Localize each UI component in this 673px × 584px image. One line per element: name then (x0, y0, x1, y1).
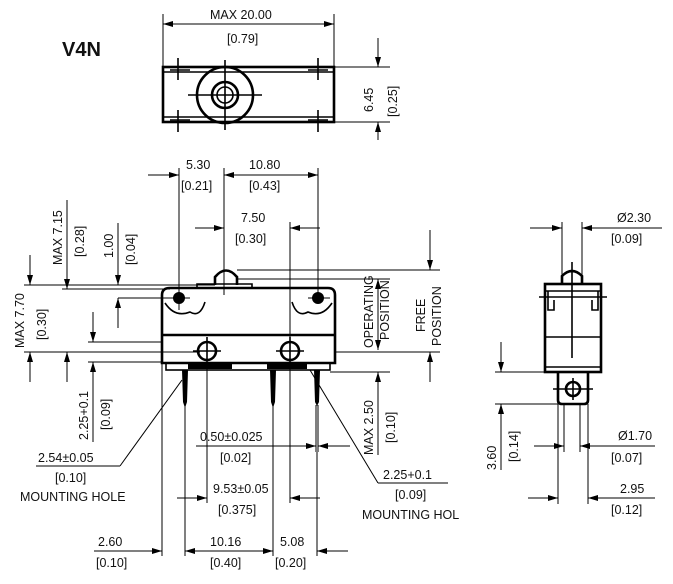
dim-2-25-left: 2.25+0.1 (77, 391, 91, 440)
side-view: Ø2.30 [0.09] 3.60 [0.14] Ø1.70 [0.07] 2.… (485, 211, 662, 517)
dim-1-00: 1.00 (102, 234, 116, 258)
dim-1-00-inch: [0.04] (124, 234, 138, 265)
dim-10-80-inch: [0.43] (249, 179, 280, 193)
dim-max-7-15-inch: [0.28] (73, 226, 87, 257)
dim-dia-2-30-inch: [0.09] (611, 232, 642, 246)
dim-2-54: 2.54±0.05 (38, 451, 94, 465)
dim-2-25-left-inch: [0.09] (99, 399, 113, 430)
top-view: MAX 20.00 [0.79] 6.45 [0.25] (161, 8, 400, 140)
width-dim: MAX 20.00 (210, 8, 272, 22)
height-inch: [0.25] (386, 86, 400, 117)
front-view: 5.30 [0.21] 10.80 [0.43] 7.50 [0.30] MAX… (13, 158, 459, 570)
dim-2-95: 2.95 (620, 482, 644, 496)
dim-max-2-50-inch: [0.10] (384, 412, 398, 443)
dim-max-7-70-inch: [0.30] (35, 309, 49, 340)
dim-2-60-inch: [0.10] (96, 556, 127, 570)
dim-9-53: 9.53±0.05 (213, 482, 269, 496)
dim-9-53-inch: [0.375] (218, 503, 256, 517)
dim-max-2-50: MAX 2.50 (362, 400, 376, 455)
dim-7-50-inch: [0.30] (235, 232, 266, 246)
height-dim: 6.45 (362, 88, 376, 112)
dim-max-7-70: MAX 7.70 (13, 293, 27, 348)
model-title: V4N (62, 39, 101, 61)
dim-7-50: 7.50 (241, 211, 265, 225)
free-position-label-1: FREE (414, 299, 428, 332)
dim-5-08-inch: [0.20] (275, 556, 306, 570)
dim-3-60: 3.60 (485, 446, 499, 470)
dim-0-50-inch: [0.02] (220, 451, 251, 465)
dim-2-60: 2.60 (98, 535, 122, 549)
dim-10-16: 10.16 (210, 535, 241, 549)
dim-max-7-15: MAX 7.15 (51, 210, 65, 265)
dim-2-95-inch: [0.12] (611, 503, 642, 517)
operating-position-label-2: POSITION (378, 280, 392, 340)
dim-2-25-right: 2.25+0.1 (383, 468, 432, 482)
dim-2-25-right-inch: [0.09] (395, 488, 426, 502)
dim-5-30-inch: [0.21] (181, 179, 212, 193)
dim-10-16-inch: [0.40] (210, 556, 241, 570)
free-position-label-2: POSITION (430, 286, 444, 346)
dim-0-50: 0.50±0.025 (200, 430, 263, 444)
dim-dia-1-70: Ø1.70 (618, 429, 652, 443)
dim-10-80: 10.80 (249, 158, 280, 172)
operating-position-label-1: OPERATING (362, 275, 376, 348)
width-inch: [0.79] (227, 32, 258, 46)
dim-5-08: 5.08 (280, 535, 304, 549)
mounting-hole-left-label: MOUNTING HOLE (20, 490, 126, 504)
dim-dia-2-30: Ø2.30 (617, 211, 651, 225)
mounting-hole-right-label: MOUNTING HOL (362, 508, 459, 522)
dim-5-30: 5.30 (186, 158, 210, 172)
dim-3-60-inch: [0.14] (507, 431, 521, 462)
dim-2-54-inch: [0.10] (55, 471, 86, 485)
dim-dia-1-70-inch: [0.07] (611, 451, 642, 465)
